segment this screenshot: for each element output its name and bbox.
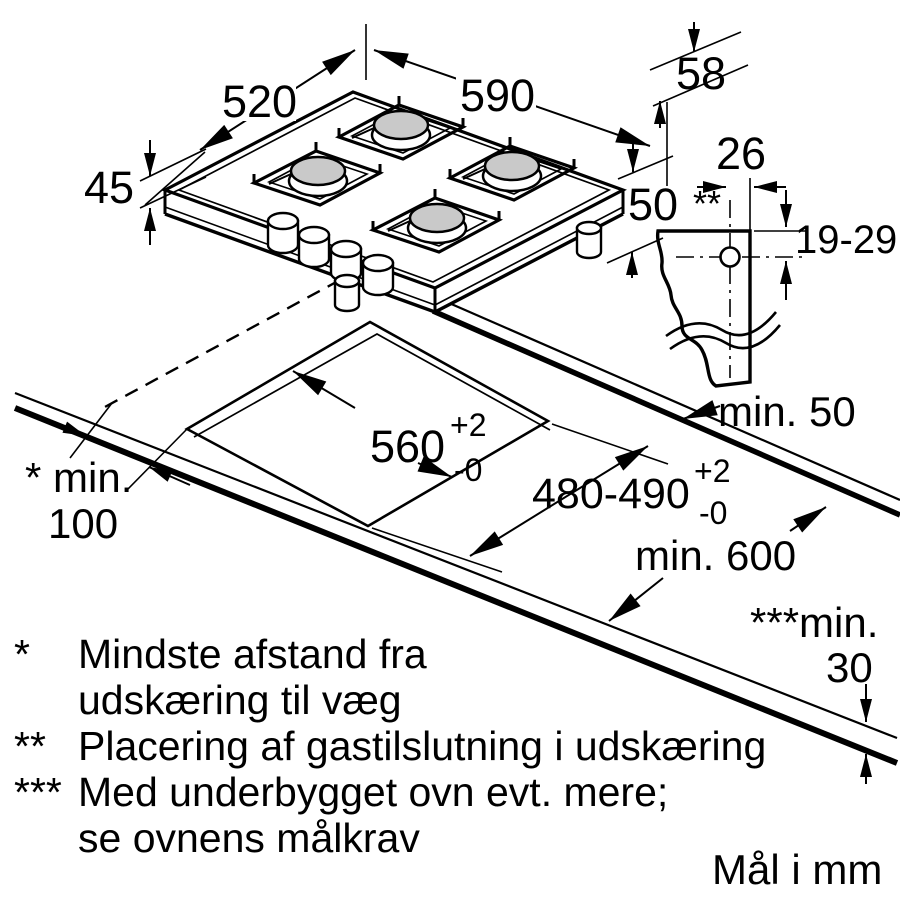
foot-front (333, 279, 361, 313)
detail-break-line-1 (665, 311, 778, 338)
dim520-label: 520 (222, 76, 297, 127)
gas-connection-detail: 26 ** 19-29 min. 50 (655, 128, 897, 435)
worktop-depth-arrow-2 (789, 506, 827, 533)
cutout-width-tol-sub: -0 (454, 452, 482, 488)
cutout-inner-edge (193, 333, 551, 438)
dim520-ext (144, 151, 206, 206)
dim58-ext-bottom (652, 64, 749, 107)
footnote2-marker: ** (14, 723, 46, 769)
control-knobs (266, 211, 395, 297)
detail-stars-label: ** (693, 183, 721, 224)
cutout-depth-tol-sub: -0 (699, 495, 727, 531)
dim50-ext-bottom (606, 237, 664, 264)
worktop-depth-arrow-1 (608, 577, 664, 622)
worktop-back-edge-top (432, 294, 900, 502)
worktop-back-edge-bottom (431, 308, 900, 518)
pan-support-front (368, 189, 503, 254)
cutout-depth-dim-line (469, 445, 649, 557)
footnotes: * Mindste afstand fra udskæring til væg … (14, 631, 882, 893)
cutout-width-label: 560 (370, 421, 445, 472)
wall-clearance-label-2: 100 (48, 500, 118, 547)
footnote3-marker: *** (14, 769, 62, 815)
dim50-label: 50 (628, 179, 678, 230)
pan-support-right (446, 137, 578, 202)
burner-front-cap (408, 202, 466, 234)
detail-torn-piece (655, 229, 752, 388)
footnote1-line2: udskæring til væg (78, 677, 402, 723)
rear-clearance-arrow (682, 400, 721, 420)
burner-left-cap (289, 155, 347, 187)
dim45-label: 45 (84, 162, 134, 213)
wall-clearance-label-1: * min. (25, 454, 132, 501)
worktop-front-edge-top (14, 391, 898, 740)
footnote2-text: Placering af gastilslutning i udskæring (78, 723, 766, 769)
footnote3-line2: se ovnens målkrav (78, 815, 420, 861)
hob-front-right-face (435, 190, 623, 312)
cutout-width-tol-sup: +2 (450, 407, 486, 443)
dim26-label: 26 (716, 128, 766, 179)
hob-dimensions: 520 590 58 45 50 (84, 22, 749, 278)
dim590-label: 590 (460, 70, 535, 121)
burner-right-cap (483, 150, 541, 182)
worktop-depth-label: min. 600 (635, 532, 796, 579)
footnote3-line1: Med underbygget ovn evt. mere; (78, 769, 668, 815)
rear-clearance-label: min. 50 (718, 388, 856, 435)
cutout-width-arrow-2 (417, 456, 453, 478)
worktop-thickness-label-2: 30 (826, 644, 873, 691)
cutout-outline (184, 320, 551, 528)
cutout-width-arrow-1 (292, 370, 356, 409)
hob-feet (333, 220, 603, 313)
wall-clearance-arrow-2 (148, 466, 191, 486)
detail-break-line-2 (669, 324, 782, 351)
dim50-ext-top (617, 155, 674, 180)
pan-support-left (249, 142, 384, 207)
footnote1-line1: Mindste afstand fra (78, 631, 427, 677)
cutout-depth-tol-sup: +2 (694, 453, 730, 489)
dim45-ext-bottom (139, 176, 207, 209)
wall-clearance-ext-2 (125, 428, 188, 492)
footnote1-marker: * (14, 631, 30, 677)
dim58-label: 58 (676, 48, 726, 99)
dim1929-label: 19-29 (795, 218, 897, 262)
cutout-depth-ext-2 (551, 423, 669, 465)
units-note: Mål i mm (712, 846, 882, 893)
wall-clearance-arrow-1 (44, 418, 87, 437)
cutout-dimensions: 560 +2 -0 480-490 +2 -0 * min. 100 min. … (25, 370, 878, 784)
worktop-thickness-label-1: ***min. (750, 599, 878, 646)
cutout-depth-label: 480-490 (532, 470, 690, 518)
cutout-depth-ext-1 (371, 527, 503, 573)
foot-right (575, 226, 603, 260)
dashed-projection-line (102, 278, 341, 410)
burner-back-cap (372, 109, 430, 141)
gas-connection-hole (719, 246, 741, 268)
wall-clearance-ext-1 (69, 402, 113, 459)
